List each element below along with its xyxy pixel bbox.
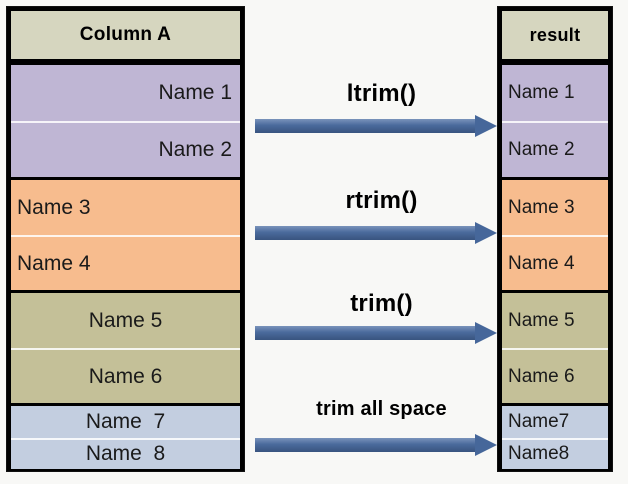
arrow-head: [475, 115, 497, 137]
arrow-shaft: [255, 226, 477, 240]
transform-label-rtrim: rtrim(): [345, 187, 418, 214]
transform-label-trim-all-space: trim all space: [316, 398, 447, 420]
arrow-right-icon-ltrim: [255, 115, 508, 137]
table-row: Name7: [508, 410, 570, 432]
column-a-group-2: Name 3 Name 4: [11, 180, 240, 290]
table-row: Name 7: [85, 409, 166, 433]
arrow-shaft: [255, 438, 477, 452]
arrow-right-icon-rtrim: [255, 222, 508, 244]
result-group-1: Name 1 Name 2: [502, 65, 608, 177]
table-row: Name 4: [11, 235, 240, 290]
result-table: result Name 1 Name 2 Name 3 Name 4 Name …: [497, 6, 613, 472]
arrow-right-icon-trim: [255, 322, 508, 344]
table-row: Name 5: [88, 308, 163, 332]
result-group-3: Name 5 Name 6: [502, 293, 608, 403]
column-a-group-4: Name 7 Name 8: [11, 406, 240, 469]
column-a-table: Column A Name 1 Name 2 Name 3 Name 4 Nam…: [6, 6, 245, 472]
result-group-2: Name 3 Name 4: [502, 180, 608, 290]
table-row: Name 8: [11, 437, 240, 470]
table-row: Name 6: [11, 348, 240, 403]
arrow-right-icon-trim-all-space: [255, 434, 508, 456]
table-row: Name 6: [502, 348, 608, 403]
arrow-head: [475, 322, 497, 344]
table-row: Name 5: [508, 309, 575, 331]
table-row: Name 4: [502, 235, 608, 290]
arrow-head: [475, 222, 497, 244]
table-row: Name 3: [508, 196, 575, 218]
table-row: Name 3: [17, 195, 91, 219]
arrow-shaft: [255, 119, 477, 133]
table-row: Name 2: [502, 121, 608, 177]
result-header: result: [502, 11, 608, 59]
transform-label-trim: trim(): [350, 290, 413, 317]
table-row: Name 1: [508, 82, 575, 103]
arrow-head: [475, 434, 497, 456]
result-group-4: Name7 Name8: [502, 406, 608, 469]
table-row: Name8: [502, 437, 608, 470]
table-row: Name 2: [11, 121, 240, 177]
column-a-header: Column A: [11, 11, 240, 59]
column-a-group-1: Name 1 Name 2: [11, 65, 240, 177]
transform-label-ltrim: ltrim(): [346, 80, 417, 107]
table-row: Name 1: [158, 81, 232, 104]
column-a-group-3: Name 5 Name 6: [11, 293, 240, 403]
arrow-shaft: [255, 326, 477, 340]
